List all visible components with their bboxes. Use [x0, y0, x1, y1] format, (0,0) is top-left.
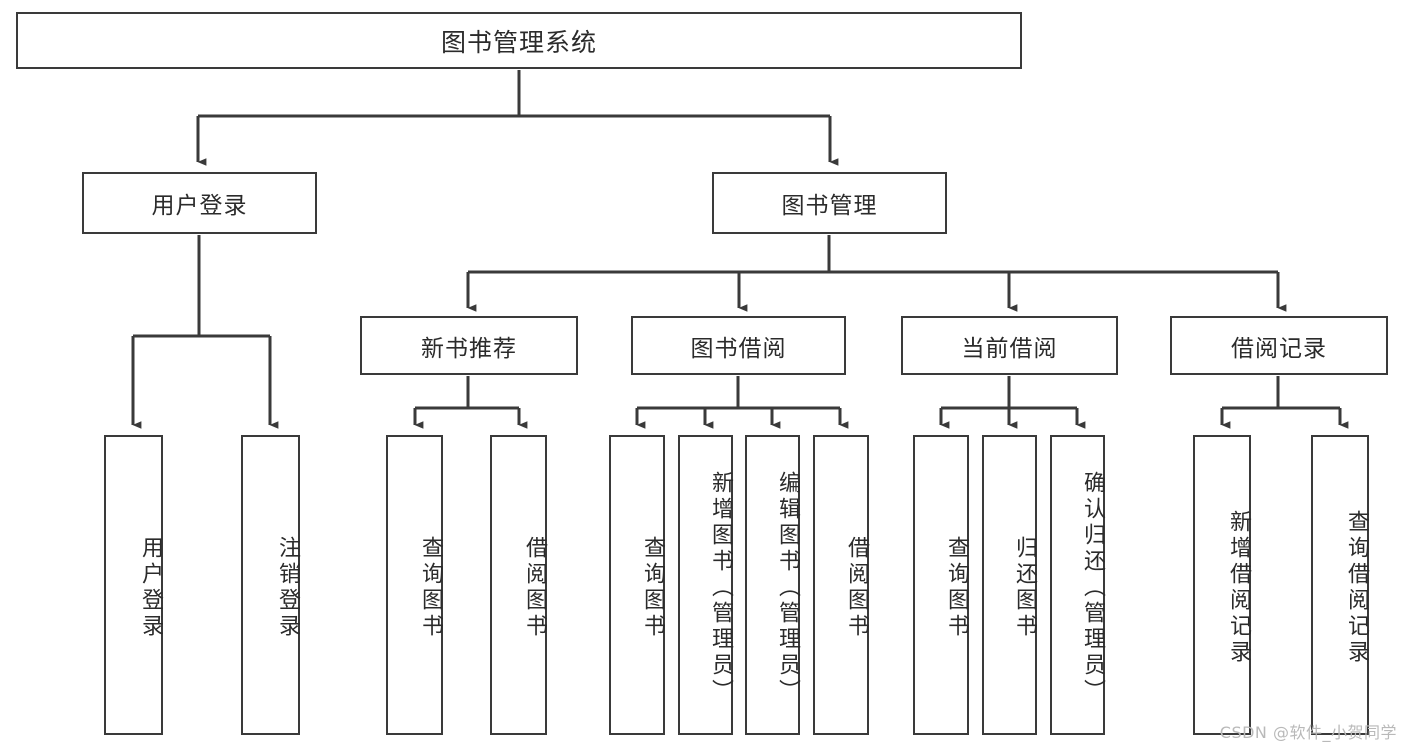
node-leaf-query-book-3[interactable]: 查询图书	[913, 435, 969, 735]
node-leaf-query-book-2[interactable]: 查询图书	[609, 435, 665, 735]
node-label: 归还图书	[1012, 536, 1037, 640]
node-leaf-query-book-1[interactable]: 查询图书	[386, 435, 443, 735]
node-label: 借阅图书	[844, 536, 869, 640]
node-label: 借阅记录	[1231, 335, 1327, 362]
node-label: 查询图书	[640, 536, 665, 640]
node-label: 用户登录	[151, 193, 248, 219]
node-label: 图书管理	[781, 193, 878, 219]
node-book-borrow[interactable]: 图书借阅	[631, 316, 846, 375]
node-label: 用户登录	[138, 536, 163, 640]
node-root-system[interactable]: 图书管理系统	[16, 12, 1022, 69]
node-leaf-add-borrow-record[interactable]: 新增借阅记录	[1193, 435, 1251, 735]
node-leaf-borrow-book-2[interactable]: 借阅图书	[813, 435, 869, 735]
node-label: 新书推荐	[421, 335, 517, 362]
node-label: 当前借阅	[961, 335, 1058, 362]
node-borrow-record[interactable]: 借阅记录	[1170, 316, 1388, 375]
node-label: 图书管理系统	[440, 27, 597, 57]
node-label: 图书借阅	[690, 335, 787, 362]
node-label: 注销登录	[275, 536, 300, 640]
node-label: 查询图书	[418, 536, 443, 640]
node-new-book-recommend[interactable]: 新书推荐	[360, 316, 578, 375]
node-label: 借阅图书	[522, 536, 547, 640]
node-leaf-edit-book[interactable]: 编辑图书（管理员）	[745, 435, 800, 735]
node-leaf-user-login[interactable]: 用户登录	[104, 435, 163, 735]
node-leaf-query-borrow-record[interactable]: 查询借阅记录	[1311, 435, 1369, 735]
node-label: 查询图书	[944, 536, 969, 640]
node-label: 编辑图书（管理员）	[775, 471, 800, 705]
node-label: 查询借阅记录	[1344, 510, 1369, 666]
node-current-borrow[interactable]: 当前借阅	[901, 316, 1118, 375]
node-book-management[interactable]: 图书管理	[712, 172, 947, 234]
node-leaf-return-book[interactable]: 归还图书	[982, 435, 1037, 735]
node-label: 新增借阅记录	[1226, 510, 1251, 666]
node-leaf-confirm-return[interactable]: 确认归还（管理员）	[1050, 435, 1105, 735]
node-label: 新增图书（管理员）	[708, 471, 733, 705]
node-leaf-add-book[interactable]: 新增图书（管理员）	[678, 435, 733, 735]
node-leaf-borrow-book-1[interactable]: 借阅图书	[490, 435, 547, 735]
node-user-login[interactable]: 用户登录	[82, 172, 317, 234]
node-label: 确认归还（管理员）	[1080, 471, 1105, 705]
node-leaf-logout-login[interactable]: 注销登录	[241, 435, 300, 735]
